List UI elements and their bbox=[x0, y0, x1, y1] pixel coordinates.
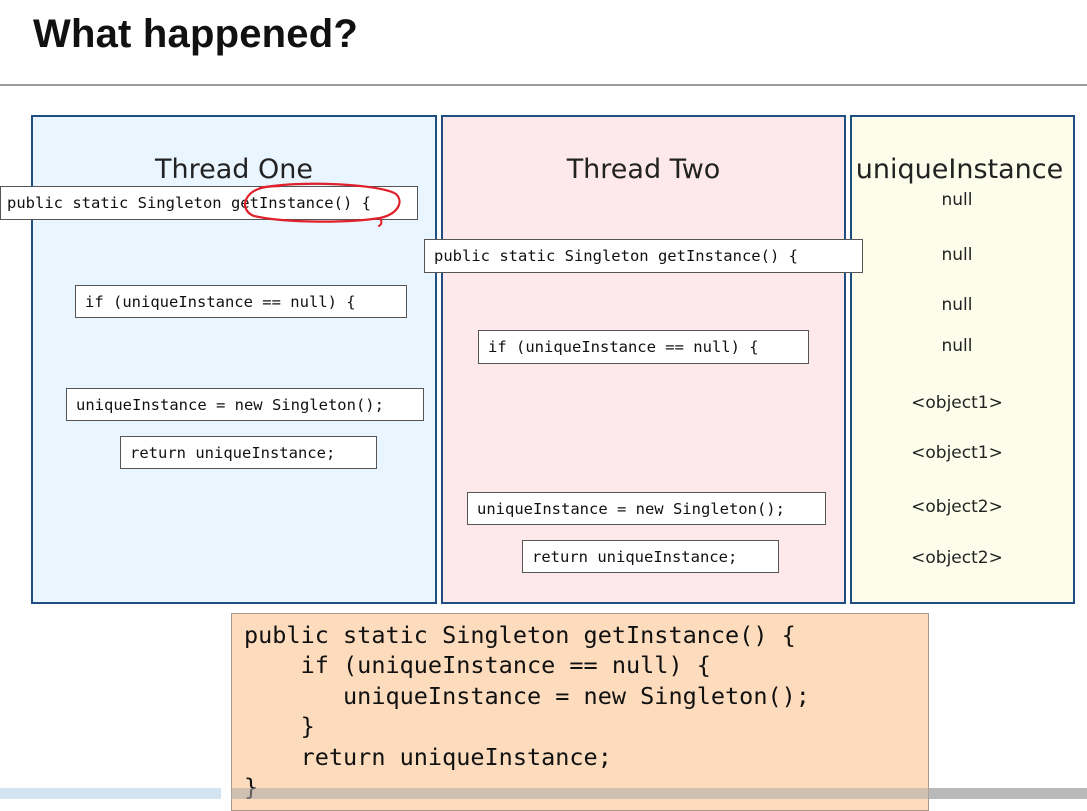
unique-instance-heading: uniqueInstance bbox=[855, 154, 1064, 185]
thread-two-null-check: if (uniqueInstance == null) { bbox=[478, 330, 809, 364]
thread-one-assign: uniqueInstance = new Singleton(); bbox=[66, 388, 424, 421]
thread-two-heading: Thread Two bbox=[566, 154, 721, 185]
code-line: } bbox=[244, 712, 315, 741]
code-line: uniqueInstance = new Singleton(); bbox=[244, 681, 810, 710]
thread-two-return: return uniqueInstance; bbox=[522, 540, 779, 573]
instance-value: null bbox=[941, 336, 973, 356]
code-line: if (uniqueInstance == null) { bbox=[244, 651, 711, 680]
unique-instance-panel bbox=[850, 115, 1075, 604]
instance-value: <object2> bbox=[911, 497, 1003, 517]
instance-value: <object2> bbox=[911, 548, 1003, 568]
thread-one-heading: Thread One bbox=[155, 154, 313, 185]
thread-one-null-check: if (uniqueInstance == null) { bbox=[75, 285, 407, 318]
instance-value: <object1> bbox=[911, 393, 1003, 413]
instance-value: null bbox=[941, 190, 973, 210]
title-divider bbox=[0, 84, 1087, 86]
thread-two-assign: uniqueInstance = new Singleton(); bbox=[467, 492, 826, 525]
thread-one-return: return uniqueInstance; bbox=[120, 436, 377, 469]
progress-bar-track bbox=[0, 788, 221, 799]
progress-bar-remaining bbox=[929, 788, 1087, 799]
instance-value: <object1> bbox=[911, 443, 1003, 463]
code-line: return uniqueInstance; bbox=[244, 742, 612, 771]
thread-two-signature: public static Singleton getInstance() { bbox=[424, 239, 863, 273]
instance-value: null bbox=[941, 245, 973, 265]
code-line: public static Singleton getInstance() { bbox=[244, 621, 796, 649]
page-title: What happened? bbox=[33, 12, 359, 56]
progress-bar-overlay bbox=[231, 788, 929, 799]
code-listing: public static Singleton getInstance() { … bbox=[231, 613, 929, 811]
thread-one-signature: public static Singleton getInstance() { bbox=[0, 186, 418, 220]
instance-value: null bbox=[941, 295, 973, 315]
